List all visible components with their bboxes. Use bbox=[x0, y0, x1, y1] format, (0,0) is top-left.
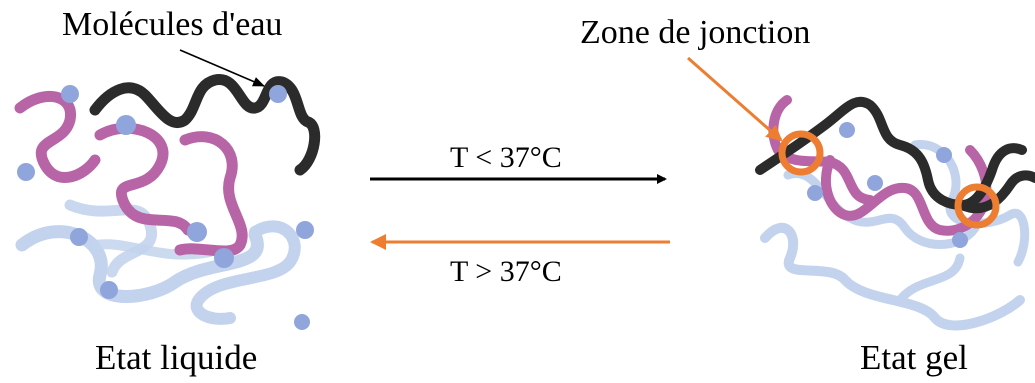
water-molecule bbox=[187, 222, 207, 242]
water-molecule bbox=[269, 85, 287, 103]
polymer-chain-black bbox=[755, 96, 1027, 210]
water-molecule bbox=[936, 147, 952, 163]
water-molecule bbox=[100, 281, 118, 299]
water-molecules-gel bbox=[807, 122, 968, 248]
polymer-chain-lightblue bbox=[895, 253, 965, 305]
junction-zone-label: Zone de jonction bbox=[580, 14, 811, 51]
gel-state-label: Etat gel bbox=[860, 338, 968, 377]
gel-state-illustration bbox=[755, 95, 1035, 331]
heating-condition-label: T > 37°C bbox=[450, 255, 562, 288]
junction-label-pointer bbox=[687, 56, 783, 142]
junction-marker bbox=[954, 183, 1000, 229]
polymer-chain-magenta bbox=[94, 122, 194, 236]
cooling-condition-label: T < 37°C bbox=[450, 141, 562, 174]
polymer-chain-magenta bbox=[14, 90, 101, 183]
water-molecule bbox=[116, 115, 136, 135]
water-molecules-label: Molécules d'eau bbox=[62, 6, 283, 43]
water-molecule bbox=[952, 232, 968, 248]
water-molecule bbox=[296, 221, 314, 239]
polymer-chain-black bbox=[957, 170, 1035, 214]
junction-marker bbox=[778, 130, 824, 176]
water-molecules-liquid bbox=[17, 85, 314, 330]
polymer-chain-lightblue bbox=[190, 220, 301, 325]
polymer-chain-magenta bbox=[821, 145, 992, 236]
water-molecule bbox=[839, 122, 855, 138]
water-molecule bbox=[61, 85, 79, 103]
polymer-chain-black bbox=[89, 74, 321, 176]
water-molecule bbox=[70, 228, 88, 246]
polymer-chain-magenta bbox=[174, 131, 248, 257]
polymer-chain-lightblue bbox=[760, 222, 1025, 331]
liquid-state-label: Etat liquide bbox=[95, 338, 258, 377]
water-molecule bbox=[807, 185, 823, 201]
water-molecule bbox=[214, 248, 234, 268]
liquid-state-illustration bbox=[14, 74, 321, 330]
water-molecule bbox=[867, 175, 883, 191]
water-molecule bbox=[17, 163, 35, 181]
water-molecule bbox=[294, 314, 310, 330]
water-label-pointer bbox=[179, 49, 265, 87]
